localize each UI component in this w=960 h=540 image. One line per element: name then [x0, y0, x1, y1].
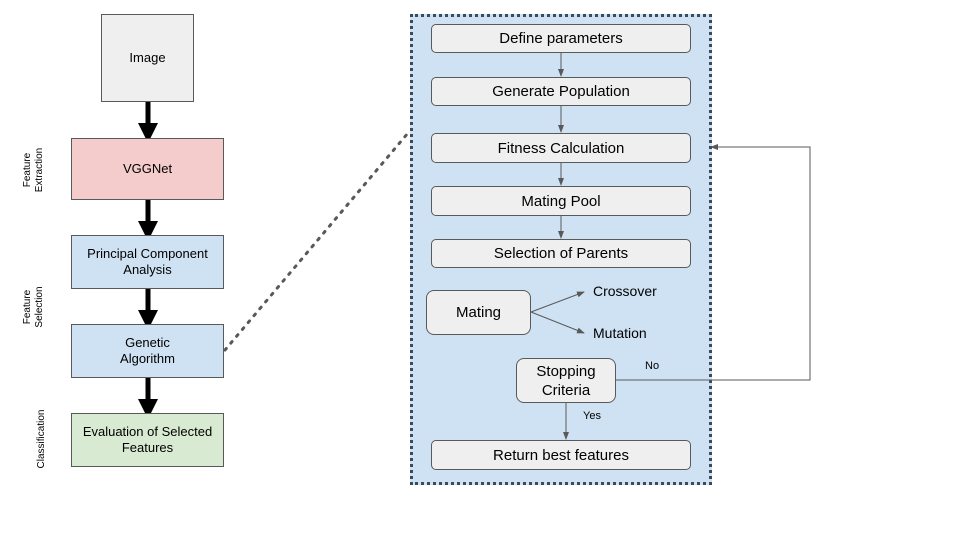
genetic-algorithm-node-label: Genetic Algorithm [120, 335, 175, 366]
define-parameters-node: Define parameters [431, 24, 691, 53]
pca-node: Principal Component Analysis [71, 235, 224, 289]
fitness-calculation-node: Fitness Calculation [431, 133, 691, 163]
selection-of-parents-node: Selection of Parents [431, 239, 691, 268]
generate-population-label: Generate Population [492, 83, 630, 100]
pca-node-label: Principal Component Analysis [87, 246, 208, 277]
no-label: No [645, 360, 660, 372]
crossover-label: Crossover [593, 283, 657, 299]
return-best-features-node: Return best features [431, 440, 691, 470]
mating-label: Mating [455, 304, 502, 321]
evaluation-node-label: Evaluation of Selected Features [82, 424, 213, 455]
generate-population-node: Generate Population [431, 77, 691, 106]
vggnet-node-label: VGGNet [122, 161, 173, 176]
arrow-mating-to-crossover [530, 291, 585, 313]
classification-label: Classification [36, 409, 47, 469]
zoom-dotted-line [223, 131, 410, 352]
define-parameters-label: Define parameters [499, 30, 623, 47]
return-best-features-label: Return best features [493, 446, 629, 464]
mutation-label: Mutation [593, 325, 647, 341]
mating-pool-node: Mating Pool [431, 186, 691, 216]
arrow-no-loop-to-fitness [615, 144, 811, 381]
yes-label: Yes [583, 410, 601, 422]
vggnet-node: VGGNet [71, 138, 224, 200]
stopping-criteria-node: Stopping Criteria [516, 358, 616, 403]
feature-selection-label: Feature Selection [22, 286, 45, 328]
arrow-mating-to-mutation [530, 311, 585, 334]
feature-extraction-label: Feature Extraction [22, 147, 45, 193]
genetic-algorithm-node: Genetic Algorithm [71, 324, 224, 378]
stopping-criteria-label: Stopping Criteria [536, 362, 596, 399]
mating-node: Mating [426, 290, 531, 335]
selection-of-parents-label: Selection of Parents [493, 245, 629, 262]
evaluation-node: Evaluation of Selected Features [71, 413, 224, 467]
image-node-label: Image [129, 50, 166, 65]
fitness-calculation-label: Fitness Calculation [497, 139, 625, 157]
image-node: Image [101, 14, 194, 102]
mating-pool-label: Mating Pool [521, 192, 601, 210]
